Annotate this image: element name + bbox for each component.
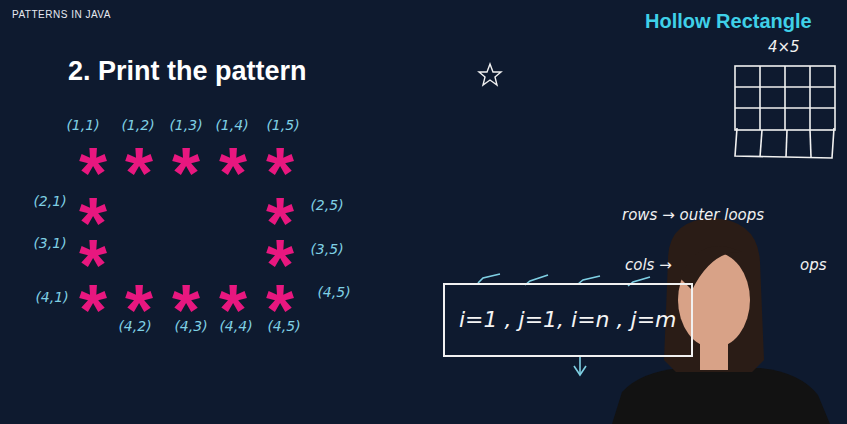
pattern-star: * — [219, 137, 247, 209]
coordinate-label: (2,1) — [33, 194, 66, 208]
init-conditions-box: i=1 , j=1, i=n , j=m — [443, 283, 693, 357]
grid-outline — [735, 66, 835, 130]
coordinate-label: (1,5) — [266, 118, 299, 132]
grid-sketch — [735, 66, 835, 158]
pattern-star: * — [79, 274, 107, 346]
pattern-star: * — [172, 137, 200, 209]
coordinate-label: (1,4) — [215, 118, 248, 132]
coordinate-label: (2,5) — [310, 198, 343, 212]
box-text: i=1 , j=1, i=n , j=m — [459, 309, 677, 331]
coordinate-label: (3,1) — [33, 236, 66, 250]
coordinate-label: (1,3) — [169, 118, 202, 132]
loop-note: cols → — [625, 258, 672, 273]
pattern-star: * — [125, 137, 153, 209]
coordinate-label: (1,1) — [66, 118, 99, 132]
coordinate-label: (1,2) — [121, 118, 154, 132]
slide-title: 2. Print the pattern — [68, 58, 307, 85]
loop-note: ops — [800, 258, 827, 273]
pattern-star: * — [266, 274, 294, 346]
slide-header: PATTERNS IN JAVA — [12, 10, 111, 20]
coordinate-label: (4,5) — [317, 285, 350, 299]
pattern-star: * — [125, 274, 153, 346]
loop-note: rows → outer loops — [622, 208, 764, 223]
topic-heading: Hollow Rectangle — [645, 11, 812, 31]
star-doodle — [479, 64, 501, 85]
coordinate-label: (4,1) — [35, 290, 68, 304]
pattern-star: * — [219, 274, 247, 346]
pattern-star: * — [172, 274, 200, 346]
grid-size-note: 4×5 — [768, 40, 800, 55]
coordinate-label: (3,5) — [310, 242, 343, 256]
